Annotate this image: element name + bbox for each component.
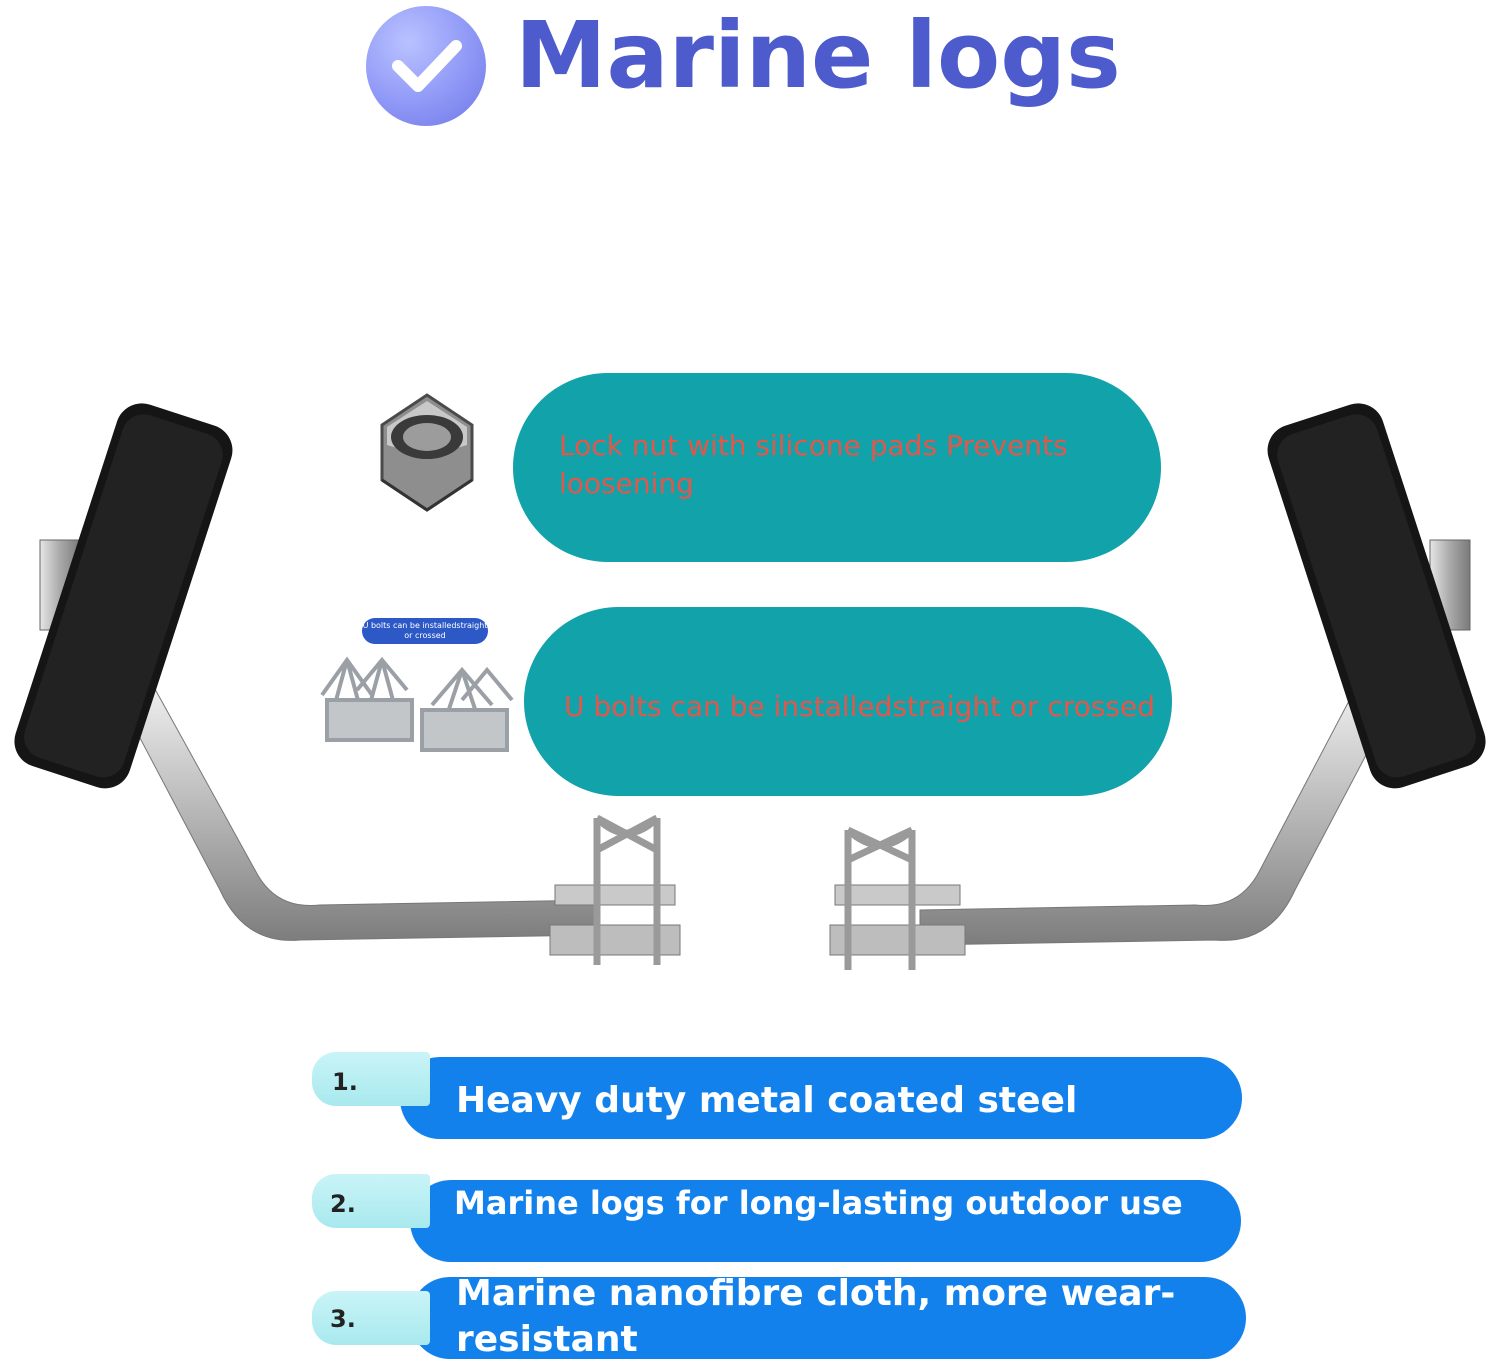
feature-tab-3 bbox=[312, 1291, 430, 1345]
u-bolts-image bbox=[320, 656, 514, 752]
feature-text-2: Marine logs for long-lasting outdoor use bbox=[454, 1184, 1183, 1222]
feature-number-3: 3. bbox=[330, 1305, 356, 1333]
feature-text-1: Heavy duty metal coated steel bbox=[456, 1080, 1078, 1121]
feature-tab-2 bbox=[312, 1174, 430, 1228]
feature-bar-3 bbox=[410, 1277, 1246, 1359]
feature-bar-2 bbox=[410, 1180, 1241, 1262]
ubolts-callout-text: U bolts can be installedstraight or cros… bbox=[564, 690, 1156, 723]
ubolts-callout: U bolts can be installedstraight or cros… bbox=[524, 607, 1172, 796]
feature-tab-1 bbox=[312, 1052, 430, 1106]
left-bunk-arm-image bbox=[14, 403, 681, 965]
check-icon bbox=[392, 40, 462, 92]
feature-number-1: 1. bbox=[332, 1068, 358, 1096]
feature-bar-1 bbox=[400, 1057, 1242, 1139]
feature-number-2: 2. bbox=[330, 1190, 356, 1218]
ubolt-tag: U bolts can be installedstraight or cros… bbox=[362, 618, 488, 644]
ubolt-tag-text: U bolts can be installedstraight or cros… bbox=[362, 621, 488, 640]
feature-text-3: Marine nanofibre cloth, more wear-resist… bbox=[456, 1273, 1176, 1360]
locknut-callout-text: Lock nut with silicone pads Prevents loo… bbox=[559, 429, 1068, 500]
lock-nut-image bbox=[380, 393, 474, 512]
page-title: Marine logs bbox=[515, 2, 1121, 109]
check-badge-icon bbox=[366, 6, 486, 126]
right-bunk-arm-image bbox=[829, 403, 1486, 970]
locknut-callout: Lock nut with silicone pads Prevents loo… bbox=[513, 373, 1161, 562]
